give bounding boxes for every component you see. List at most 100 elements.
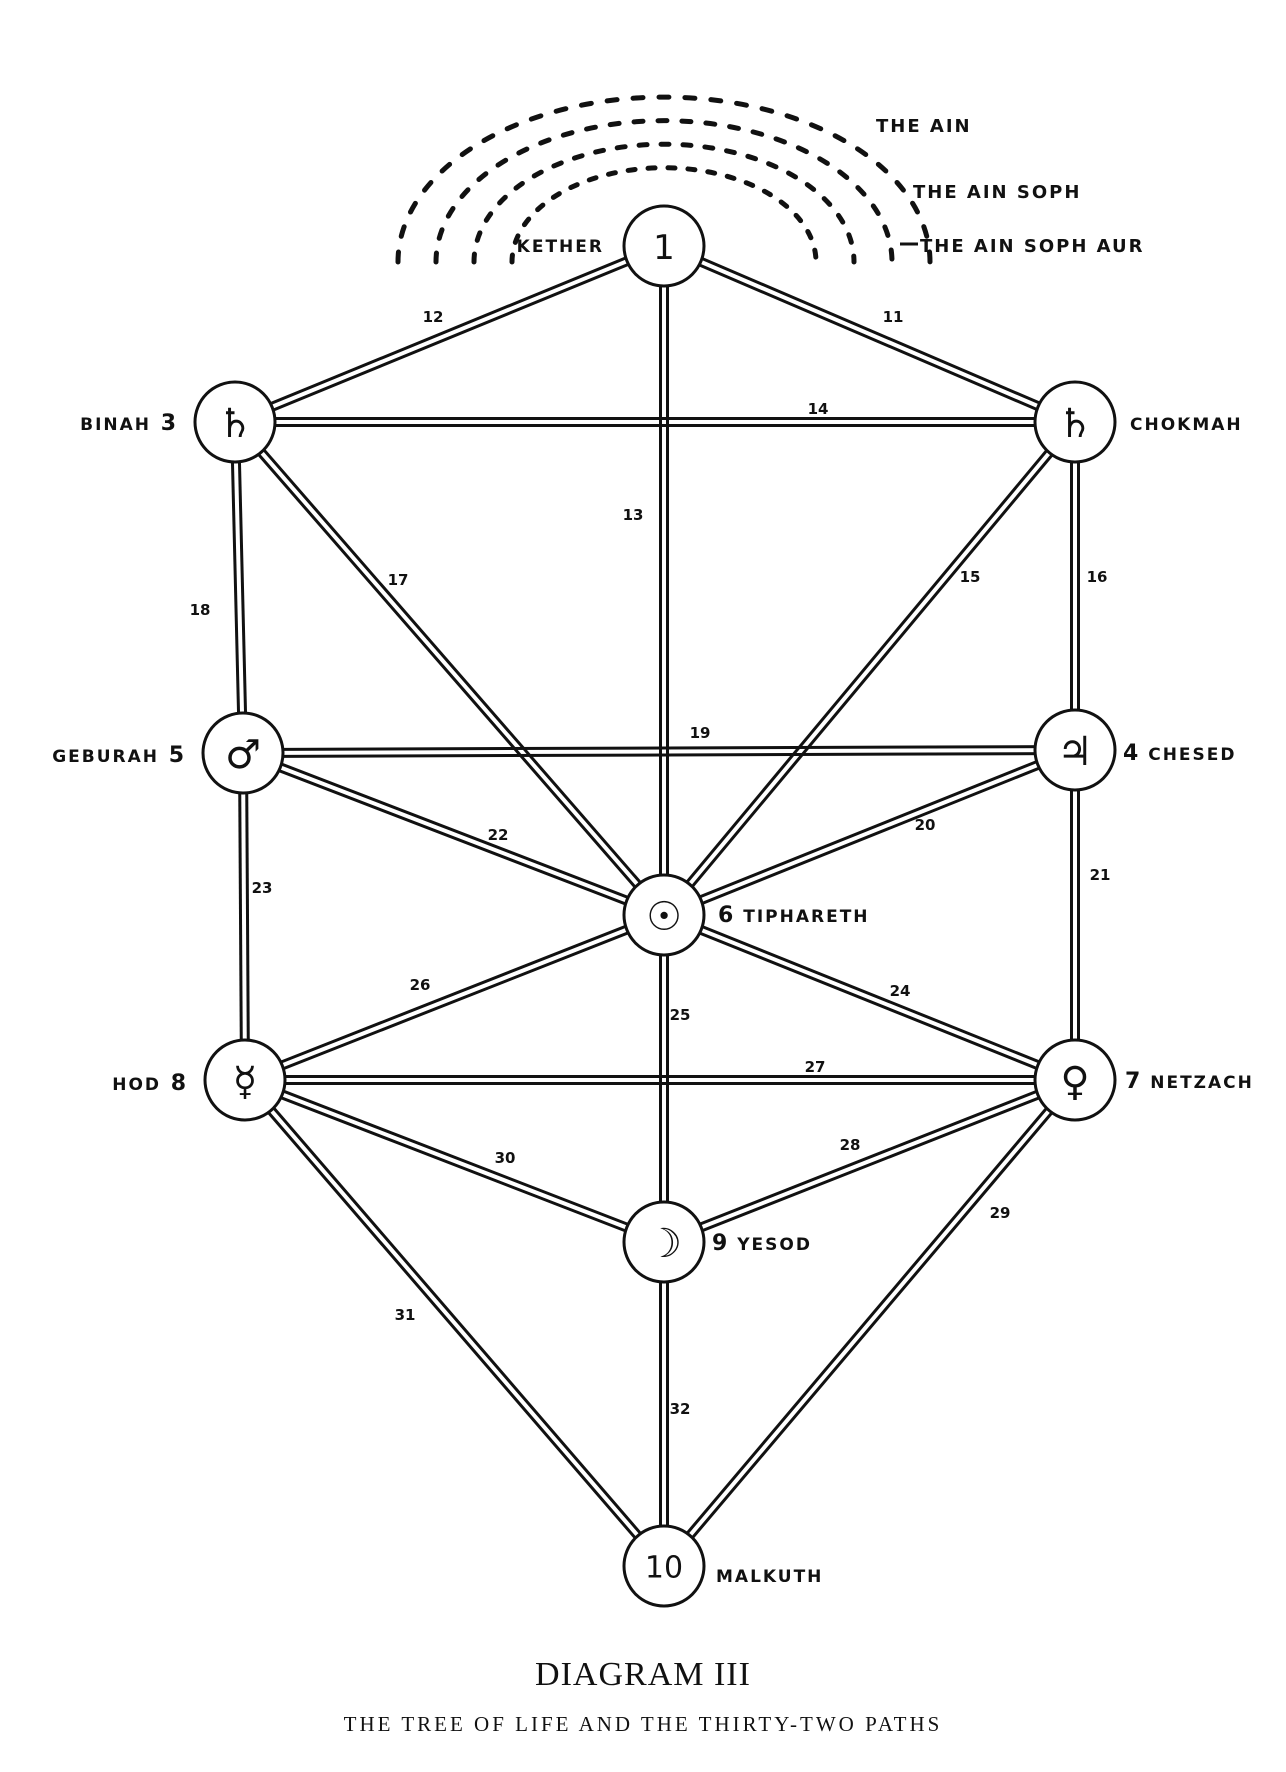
veil-arc <box>433 118 895 265</box>
path-number-label: 19 <box>690 724 711 742</box>
veil-label-ain: THE AIN <box>876 116 972 137</box>
path-24 <box>662 910 1077 1085</box>
path-number-label: 14 <box>808 400 829 418</box>
path-number-label: 22 <box>488 826 509 844</box>
path-number-label: 25 <box>670 1006 691 1024</box>
sephirah-hod: ☿ <box>203 1038 287 1122</box>
chokmah-symbol: ♄ <box>1057 401 1093 447</box>
geburah-label: GEBURAH 5 <box>52 743 186 768</box>
malkuth-name: MALKUTH <box>716 1567 823 1587</box>
path-22 <box>241 748 666 920</box>
hod-label: HOD 8 <box>112 1071 188 1096</box>
path-number-label: 15 <box>960 568 981 586</box>
sephirah-chokmah: ♄ <box>1033 380 1117 464</box>
path-28 <box>662 1075 1077 1247</box>
netzach-label: 7 NETZACH <box>1125 1069 1254 1094</box>
sephiroth-group: 1 ♄ ♄ ♃ ♂ ☉ ♀ ☿ ☽ 10 <box>193 204 1117 1608</box>
netzach-symbol: ♀ <box>1060 1059 1089 1105</box>
geburah-name: GEBURAH <box>52 747 159 767</box>
path-31 <box>241 1076 668 1570</box>
chesed-number: 4 <box>1123 741 1140 766</box>
tiphareth-label: 6 TIPHARETH <box>718 903 870 928</box>
binah-name: BINAH <box>80 415 151 435</box>
diagram-title: DIAGRAM III <box>535 1656 751 1693</box>
path-number-label: 28 <box>840 1136 861 1154</box>
chesed-label: 4 CHESED <box>1123 741 1237 766</box>
paths-group <box>230 241 1080 1570</box>
chesed-symbol: ♃ <box>1057 729 1093 775</box>
path-number-label: 24 <box>890 982 911 1000</box>
path-number-label: 20 <box>915 816 936 834</box>
path-number-label: 21 <box>1090 866 1111 884</box>
path-15 <box>660 418 1079 919</box>
path-12 <box>233 241 666 427</box>
diagram-subtitle: THE TREE OF LIFE AND THE THIRTY-TWO PATH… <box>343 1712 943 1736</box>
sephirah-geburah: ♂ <box>201 711 285 795</box>
sephirah-binah: ♄ <box>193 380 277 464</box>
yesod-symbol: ☽ <box>646 1221 682 1267</box>
path-number-label: 18 <box>190 601 211 619</box>
sephirah-tiphareth: ☉ <box>622 873 706 957</box>
path-19 <box>242 745 1076 758</box>
sephirah-yesod: ☽ <box>622 1200 706 1284</box>
kether-symbol: 1 <box>653 228 675 268</box>
path-number-label: 26 <box>410 976 431 994</box>
path-number-label: 27 <box>805 1058 826 1076</box>
veil-arc <box>395 94 933 265</box>
netzach-number: 7 <box>1125 1069 1142 1094</box>
veils-of-negative-existence <box>395 94 933 265</box>
path-number-label: 31 <box>395 1306 416 1324</box>
veil-arc <box>509 165 819 265</box>
tiphareth-name: TIPHARETH <box>735 907 869 927</box>
path-13 <box>659 246 669 915</box>
chokmah-label: CHOKMAH <box>1130 415 1243 435</box>
path-number-label: 16 <box>1087 568 1108 586</box>
binah-label: BINAH 3 <box>80 411 178 436</box>
sephirah-kether: 1 <box>622 204 706 288</box>
path-26 <box>243 910 666 1085</box>
veil-label-ain_soph: THE AIN SOPH <box>913 182 1081 203</box>
hod-name: HOD <box>112 1075 161 1095</box>
malkuth-label: MALKUTH <box>716 1567 823 1587</box>
netzach-name: NETZACH <box>1142 1073 1254 1093</box>
sephirah-chesed: ♃ <box>1033 708 1117 792</box>
path-27 <box>245 1075 1075 1085</box>
path-number-label: 29 <box>990 1204 1011 1222</box>
malkuth-symbol: 10 <box>645 1551 683 1586</box>
hod-number: 8 <box>161 1071 188 1096</box>
path-18 <box>230 421 248 754</box>
tiphareth-symbol: ☉ <box>646 894 682 940</box>
hod-symbol: ☿ <box>233 1059 258 1105</box>
path-23 <box>238 752 250 1081</box>
sephirah-malkuth: 10 <box>622 1524 706 1608</box>
path-25 <box>659 915 669 1242</box>
tiphareth-number: 6 <box>718 903 735 928</box>
yesod-label: 9 YESOD <box>712 1231 812 1256</box>
path-17 <box>231 418 668 919</box>
path-20 <box>662 745 1077 920</box>
veil-arc <box>471 141 857 265</box>
path-29 <box>660 1076 1079 1570</box>
geburah-number: 5 <box>159 743 186 768</box>
path-14 <box>235 417 1075 427</box>
path-21 <box>1070 750 1080 1080</box>
chesed-name: CHESED <box>1140 745 1236 765</box>
binah-symbol: ♄ <box>217 401 253 447</box>
kether-label: KETHER <box>517 237 604 257</box>
kether-name: KETHER <box>517 237 604 257</box>
path-number-label: 23 <box>252 879 273 897</box>
path-11 <box>662 241 1077 427</box>
path-number-label: 13 <box>623 506 644 524</box>
sephirah-netzach: ♀ <box>1033 1038 1117 1122</box>
yesod-number: 9 <box>712 1231 729 1256</box>
geburah-symbol: ♂ <box>225 732 261 778</box>
yesod-name: YESOD <box>729 1235 812 1255</box>
path-number-label: 17 <box>388 571 409 589</box>
path-16 <box>1070 422 1080 750</box>
chokmah-name: CHOKMAH <box>1130 415 1243 435</box>
veil-label-ain_soph_aur: THE AIN SOPH AUR <box>920 236 1145 257</box>
path-30 <box>243 1075 666 1247</box>
binah-number: 3 <box>151 411 178 436</box>
